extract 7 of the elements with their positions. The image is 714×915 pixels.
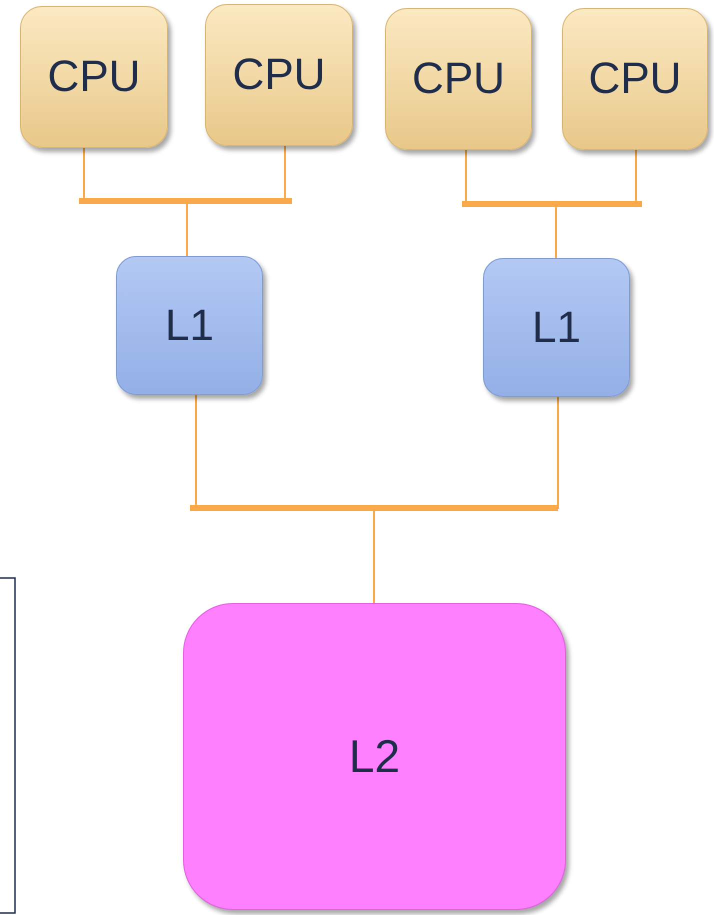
cpu-box: CPU (385, 8, 532, 150)
cache-box: L1 (116, 256, 263, 395)
cache-box: L1 (483, 258, 630, 397)
cache-box: L2 (183, 603, 566, 910)
cpu-box: CPU (20, 6, 168, 148)
cpu-box: CPU (562, 8, 708, 150)
cpu-box: CPU (205, 4, 353, 146)
